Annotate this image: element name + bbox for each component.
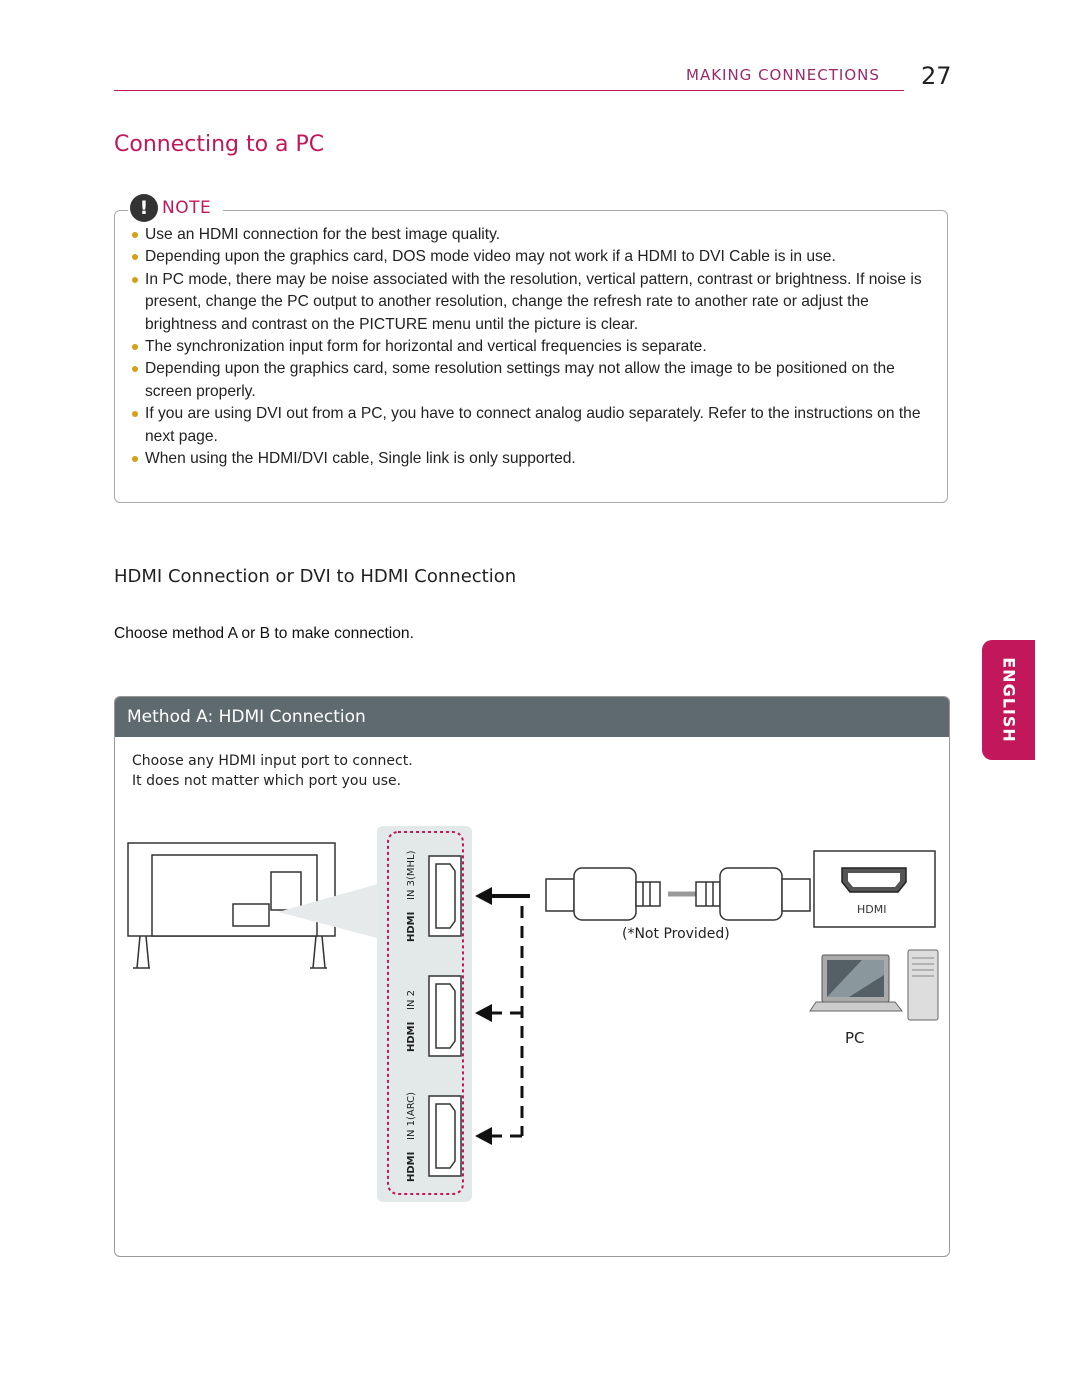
header-divider — [114, 90, 904, 91]
method-a-title: Method A: HDMI Connection — [115, 697, 949, 737]
note-box — [114, 210, 948, 503]
note-item: Depending upon the graphics card, some r… — [131, 358, 937, 403]
method-a-desc-line: Choose any HDMI input port to connect. — [132, 753, 413, 769]
note-label: NOTE — [162, 198, 212, 218]
exclamation-icon: ! — [130, 194, 158, 222]
page-number: 27 — [921, 62, 952, 90]
method-a-desc-line: It does not matter which port you use. — [132, 773, 402, 789]
note-item: The synchronization input form for horiz… — [131, 336, 937, 358]
instruction-text: Choose method A or B to make connection. — [114, 625, 414, 642]
section-subheading: HDMI Connection or DVI to HDMI Connectio… — [114, 566, 517, 587]
note-list: Use an HDMI connection for the best imag… — [131, 224, 937, 470]
note-item: In PC mode, there may be noise associate… — [131, 269, 937, 336]
method-a-description: Choose any HDMI input port to connect. I… — [132, 751, 413, 791]
note-item: When using the HDMI/DVI cable, Single li… — [131, 448, 937, 470]
note-item: Depending upon the graphics card, DOS mo… — [131, 246, 937, 268]
note-item: Use an HDMI connection for the best imag… — [131, 224, 937, 246]
note-item: If you are using DVI out from a PC, you … — [131, 403, 937, 448]
method-a-box: Method A: HDMI Connection Choose any HDM… — [114, 696, 950, 1257]
language-tab: ENGLISH — [982, 640, 1035, 760]
section-title: MAKING CONNECTIONS — [686, 66, 880, 84]
note-header: ! NOTE — [128, 194, 224, 222]
language-tab-label: ENGLISH — [999, 657, 1018, 743]
page-title: Connecting to a PC — [114, 132, 325, 157]
